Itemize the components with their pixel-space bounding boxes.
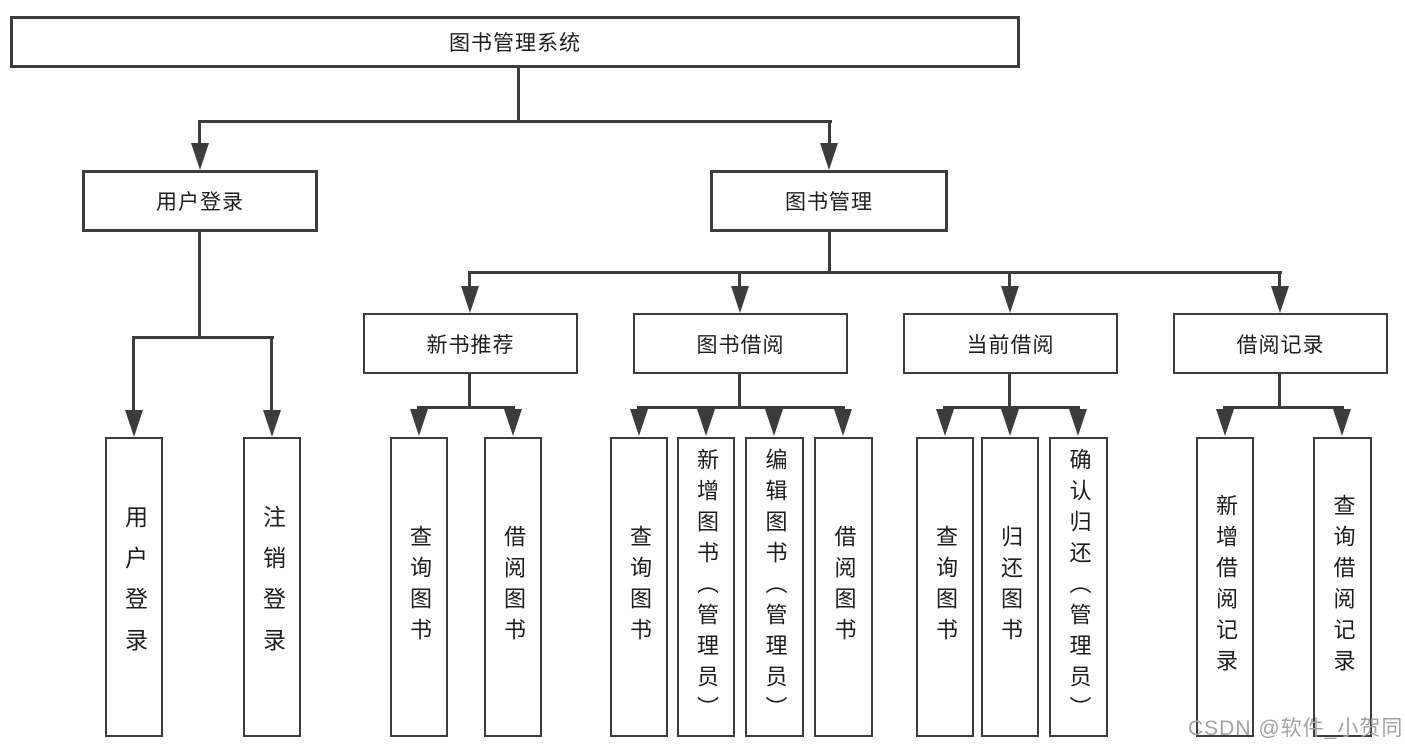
connector-line	[270, 336, 273, 412]
node-borrow-records-label: 借阅记录	[1236, 333, 1325, 357]
connector-line	[738, 271, 741, 289]
leaf-bb-add-book-admin-label: 新增图书（管理员）	[694, 447, 719, 727]
connector-arrow	[125, 410, 143, 437]
connector-arrow	[504, 409, 522, 436]
connector-line	[1278, 271, 1281, 289]
leaf-cb-return-books-label: 归还图书	[998, 525, 1023, 649]
connector-line	[417, 406, 515, 409]
leaf-bb-edit-book-admin: 编辑图书（管理员）	[745, 437, 804, 737]
leaf-nbr-query-books: 查询图书	[390, 437, 448, 737]
leaf-cb-confirm-return-admin-label: 确认归还（管理员）	[1066, 447, 1092, 727]
connector-line	[943, 406, 1080, 409]
connector-line	[198, 232, 201, 338]
connector-arrow	[630, 409, 648, 436]
leaf-br-add-record: 新增借阅记录	[1196, 437, 1254, 737]
leaf-br-query-record: 查询借阅记录	[1313, 437, 1372, 737]
connector-arrow	[834, 409, 852, 436]
connector-line	[468, 271, 471, 289]
connector-arrow	[731, 286, 749, 313]
connector-arrow	[410, 409, 428, 436]
leaf-bb-borrow-books-label: 借阅图书	[831, 525, 857, 649]
node-book-borrow: 图书借阅	[633, 313, 848, 374]
connector-line	[132, 336, 135, 412]
node-current-borrow: 当前借阅	[903, 313, 1118, 374]
connector-arrow	[1216, 409, 1234, 436]
leaf-bb-query-books: 查询图书	[610, 437, 668, 737]
connector-line	[637, 406, 845, 409]
connector-line	[517, 68, 520, 122]
leaf-bb-add-book-admin: 新增图书（管理员）	[677, 437, 735, 737]
leaf-br-query-record-label: 查询借阅记录	[1330, 494, 1356, 680]
node-borrow-records: 借阅记录	[1173, 313, 1388, 374]
connector-line	[1223, 406, 1344, 409]
connector-arrow	[461, 286, 479, 313]
leaf-cb-return-books: 归还图书	[981, 437, 1039, 737]
leaf-cb-confirm-return-admin: 确认归还（管理员）	[1049, 437, 1108, 737]
leaf-logout: 注销登录	[243, 437, 301, 737]
connector-line	[828, 120, 831, 148]
node-book-borrow-label: 图书借阅	[696, 333, 785, 357]
leaf-nbr-borrow-books: 借阅图书	[484, 437, 542, 737]
node-current-borrow-label: 当前借阅	[966, 333, 1055, 357]
connector-line	[1008, 374, 1011, 409]
connector-arrow	[1001, 286, 1019, 313]
connector-line	[1278, 374, 1281, 409]
connector-line	[468, 374, 471, 409]
connector-line	[1008, 271, 1011, 289]
leaf-bb-edit-book-admin-label: 编辑图书（管理员）	[762, 447, 788, 727]
leaf-user-login: 用户登录	[105, 437, 163, 737]
connector-arrow	[1271, 286, 1289, 313]
node-user-login: 用户登录	[82, 170, 318, 232]
connector-line	[198, 120, 832, 123]
connector-line	[828, 232, 831, 273]
connector-arrow	[191, 143, 209, 170]
node-new-book-recommend: 新书推荐	[363, 313, 578, 374]
leaf-cb-query-books: 查询图书	[916, 437, 974, 737]
connector-arrow	[697, 409, 715, 436]
watermark: CSDN @软件_小贺同学	[1188, 717, 1405, 740]
connector-arrow	[820, 143, 838, 170]
connector-line	[132, 336, 274, 339]
leaf-nbr-borrow-books-label: 借阅图书	[501, 525, 526, 649]
leaf-bb-query-books-label: 查询图书	[627, 525, 652, 649]
connector-arrow	[1001, 409, 1019, 436]
node-user-login-label: 用户登录	[156, 191, 244, 214]
connector-arrow	[936, 409, 954, 436]
leaf-cb-query-books-label: 查询图书	[933, 525, 958, 649]
leaf-user-login-label: 用户登录	[121, 505, 148, 669]
connector-line	[198, 120, 201, 148]
node-root-label: 图书管理系统	[449, 32, 581, 55]
leaf-logout-label: 注销登录	[259, 505, 286, 669]
node-book-management-label: 图书管理	[785, 191, 873, 214]
leaf-bb-borrow-books: 借阅图书	[814, 437, 873, 737]
leaf-br-add-record-label: 新增借阅记录	[1213, 494, 1238, 680]
connector-arrow	[1069, 409, 1087, 436]
connector-line	[738, 374, 741, 409]
node-book-management: 图书管理	[710, 170, 948, 232]
connector-arrow	[1333, 409, 1351, 436]
leaf-nbr-query-books-label: 查询图书	[407, 525, 432, 649]
node-root: 图书管理系统	[10, 16, 1020, 68]
node-new-book-recommend-label: 新书推荐	[426, 333, 515, 357]
connector-line	[468, 271, 1282, 274]
connector-arrow	[263, 410, 281, 437]
connector-arrow	[765, 409, 783, 436]
